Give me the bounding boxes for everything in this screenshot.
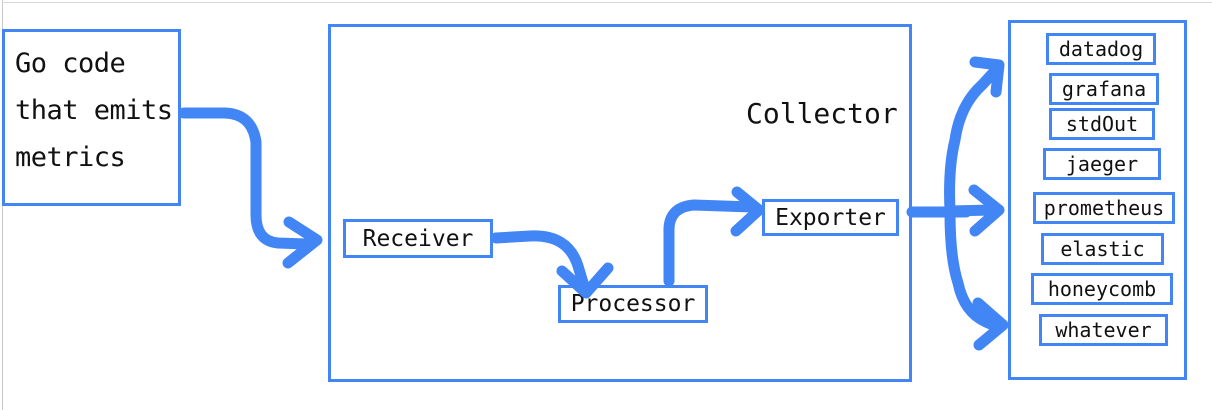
receiver-box[interactable]: Receiver bbox=[343, 219, 493, 258]
destination-elastic[interactable]: elastic bbox=[1041, 233, 1164, 265]
collector-title: Collector bbox=[746, 97, 898, 130]
source-code-box[interactable]: Go code that emits metrics bbox=[2, 29, 181, 206]
destination-prometheus[interactable]: prometheus bbox=[1033, 192, 1175, 224]
destinations-container[interactable]: datadog grafana stdOut jaeger prometheus… bbox=[1008, 20, 1187, 380]
source-line-3: metrics bbox=[15, 142, 126, 173]
source-line-1: Go code bbox=[15, 48, 126, 79]
destination-grafana[interactable]: grafana bbox=[1049, 73, 1159, 105]
source-line-2: that emits bbox=[15, 95, 173, 126]
exporter-box[interactable]: Exporter bbox=[762, 199, 899, 236]
destination-jaeger[interactable]: jaeger bbox=[1043, 148, 1161, 180]
processor-box[interactable]: Processor bbox=[558, 285, 708, 323]
destination-honeycomb[interactable]: honeycomb bbox=[1031, 273, 1173, 305]
destination-datadog[interactable]: datadog bbox=[1046, 33, 1156, 65]
destination-stdout[interactable]: stdOut bbox=[1049, 108, 1155, 140]
canvas-top-border bbox=[2, 2, 1212, 3]
arrow-exporter-to-destinations bbox=[906, 56, 1009, 351]
arrow-source-to-receiver bbox=[178, 107, 323, 269]
destination-whatever[interactable]: whatever bbox=[1039, 314, 1168, 346]
